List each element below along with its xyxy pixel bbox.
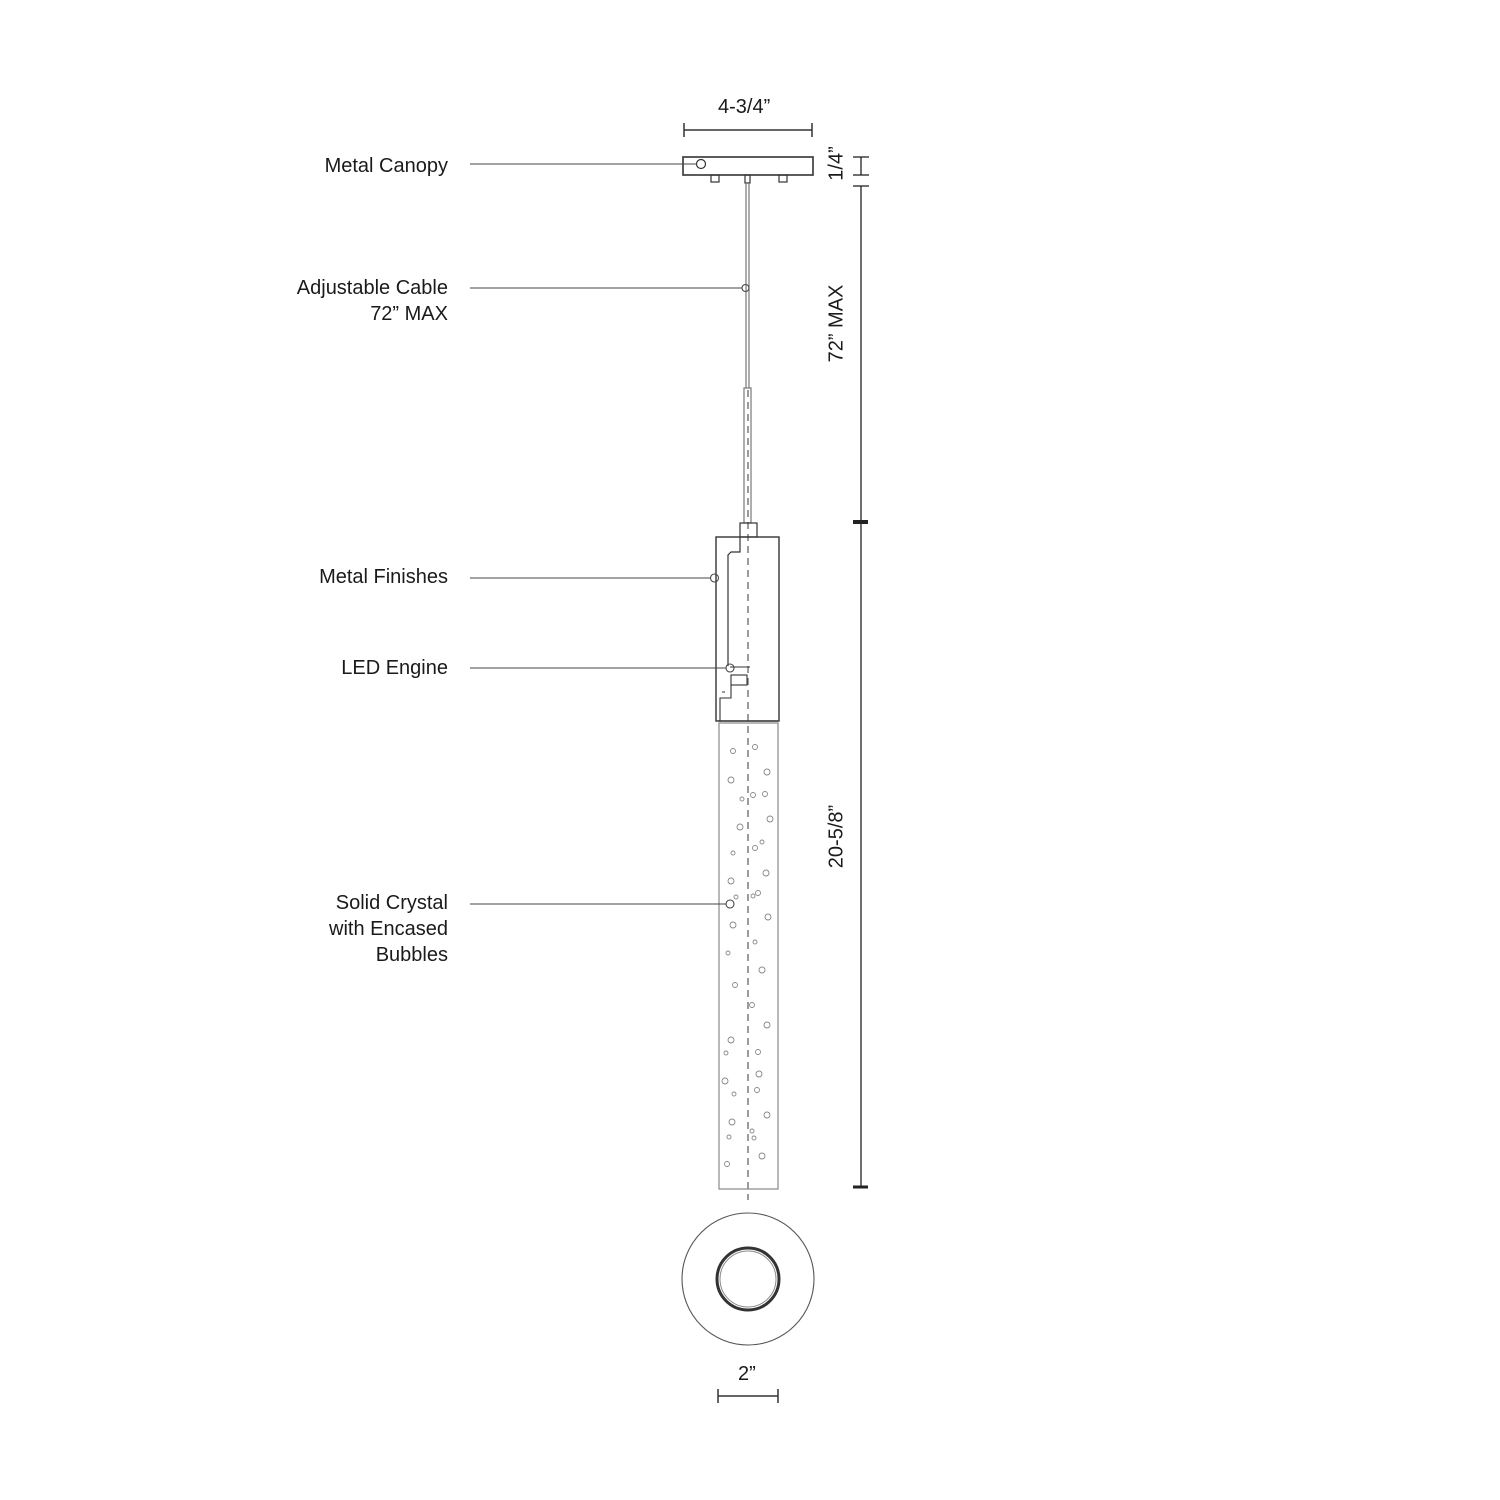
diameter-label: 2” xyxy=(738,1363,756,1385)
cable-length-label: 72” MAX xyxy=(825,284,848,363)
canopy-width-dimension-line xyxy=(683,123,813,137)
cable-shape xyxy=(743,183,752,524)
bottom-view-shape xyxy=(681,1212,815,1346)
diameter-dimension-line xyxy=(717,1389,779,1403)
callout-adjustable-cable: Adjustable Cable 72” MAX xyxy=(296,277,448,325)
callout-metal-finishes: Metal Finishes xyxy=(319,566,448,588)
canopy-width-label: 4-3/4” xyxy=(718,96,771,118)
body-length-label: 20-5/8” xyxy=(825,804,848,869)
callout-metal-canopy: Metal Canopy xyxy=(324,155,448,177)
canopy-height-label: 1/4” xyxy=(825,146,848,181)
callout-led-engine: LED Engine xyxy=(341,657,448,679)
metal-body-shape xyxy=(715,536,780,722)
callout-leaders xyxy=(470,163,750,909)
canopy-shape xyxy=(682,156,814,184)
crystal-shape xyxy=(718,722,779,1190)
vertical-dimension-lines xyxy=(853,156,869,1189)
callout-solid-crystal: Solid Crystal with Encased Bubbles xyxy=(329,892,448,966)
